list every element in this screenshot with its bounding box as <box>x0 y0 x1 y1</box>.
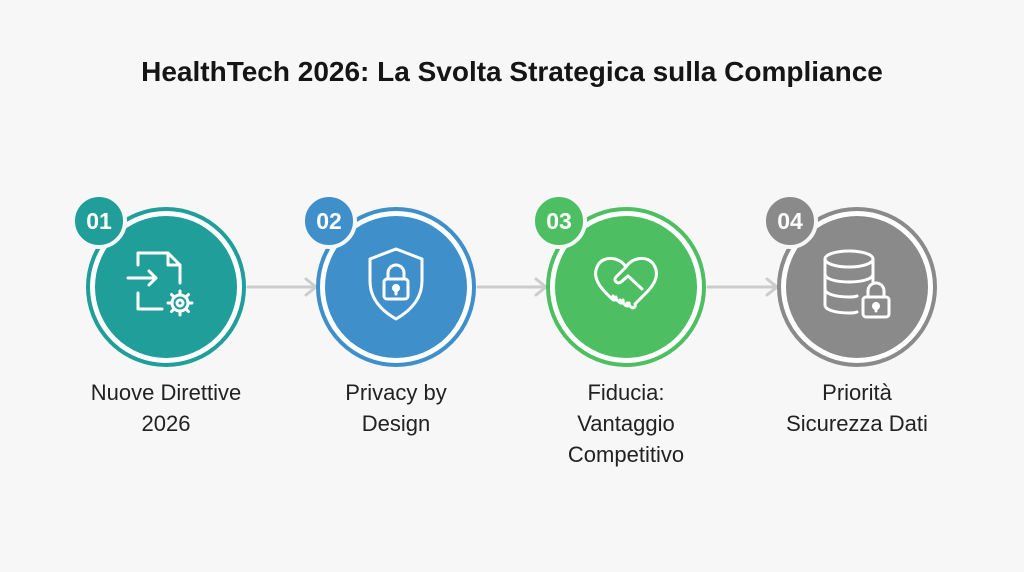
step-4-label: Priorità Sicurezza Dati <box>786 380 928 436</box>
arrow-3-to-4 <box>706 277 779 297</box>
step-2-label: Privacy by Design <box>345 380 447 436</box>
arrow-2-to-3 <box>476 277 548 297</box>
page-title: HealthTech 2026: La Svolta Strategica su… <box>141 56 883 87</box>
step-2: 02 <box>301 193 476 367</box>
step-1: 01 <box>71 193 246 367</box>
step-3-badge: 03 <box>531 193 587 249</box>
step-4: 04 <box>762 193 937 367</box>
step-3: 03 <box>531 193 706 367</box>
step-4-badge: 04 <box>762 193 818 249</box>
handshake-heart-icon <box>594 257 658 310</box>
shield-lock-icon <box>368 247 424 321</box>
database-lock-icon <box>823 249 891 319</box>
document-gear-icon <box>126 251 194 317</box>
step-3-label: Fiducia: Vantaggio Competitivo <box>567 380 685 467</box>
arrow-1-to-2 <box>246 277 318 297</box>
step-1-badge: 01 <box>71 193 127 249</box>
step-1-label: Nuove Direttive 2026 <box>90 380 242 436</box>
step-2-badge: 02 <box>301 193 357 249</box>
